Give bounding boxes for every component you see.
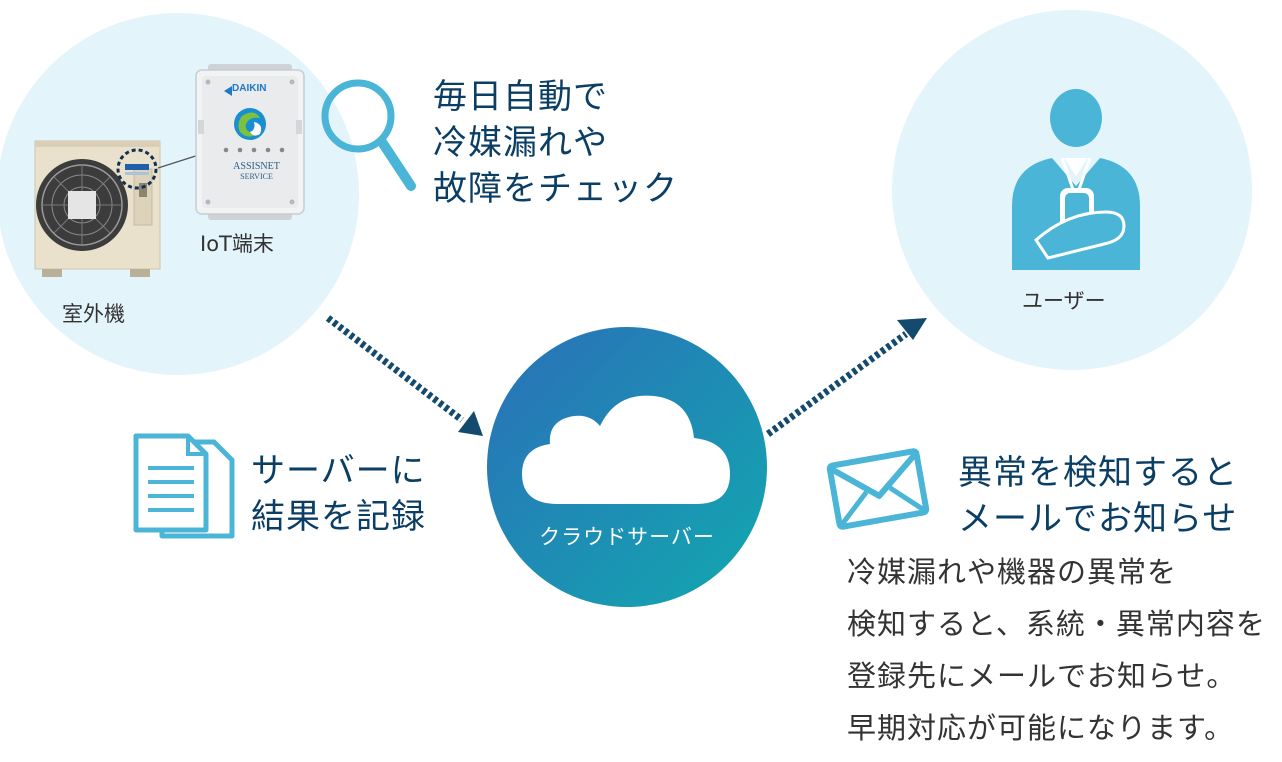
- user-label: ユーザー: [1022, 289, 1106, 313]
- device-logo-line-2: SERVICE: [240, 172, 273, 181]
- iot-device-icon: [195, 64, 305, 220]
- magnifier-icon: [321, 79, 416, 191]
- cloud-label: クラウドサーバー: [539, 525, 715, 549]
- outdoor-unit-label: 室外機: [62, 302, 125, 326]
- highlight-circle-icon: [116, 148, 158, 190]
- document-icon: [133, 433, 235, 539]
- outdoor-unit-icon: [34, 140, 161, 277]
- cloud-icon: [522, 395, 730, 504]
- record-text: サーバーに 結果を記録: [251, 451, 426, 537]
- check-text: 毎日自動で 冷媒漏れや 故障をチェック: [433, 77, 678, 209]
- iot-label: IoT端末: [200, 232, 274, 256]
- user-icon: [1012, 89, 1140, 270]
- mail-icon: [826, 448, 930, 530]
- brand-logo: DAIKIN: [232, 83, 267, 94]
- notify-body: 冷媒漏れや機器の異常を 検知すると、系統・異常内容を 登録先にメールでお知らせ。…: [847, 555, 1266, 745]
- device-logo-line-1: ASSISNET: [233, 161, 280, 172]
- notify-heading: 異常を検知すると メールでお知らせ: [958, 453, 1238, 539]
